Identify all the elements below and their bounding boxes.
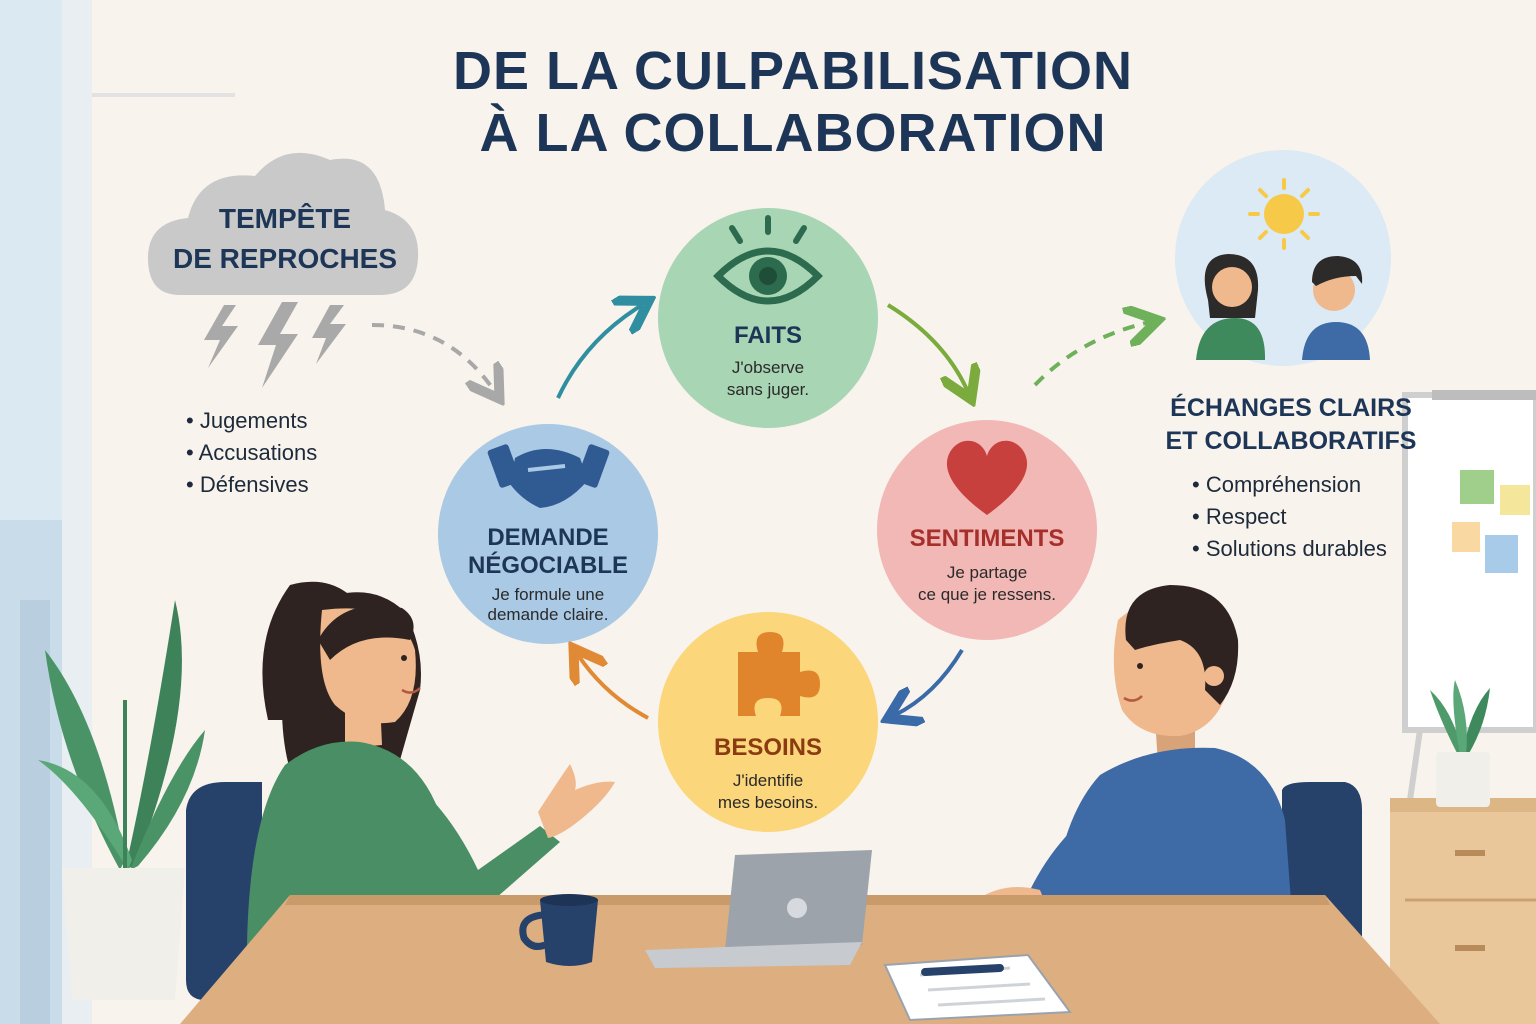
storm-list: Jugements Accusations Défensives — [186, 405, 318, 501]
cabinet — [1390, 798, 1536, 1024]
chair-left — [186, 782, 262, 1000]
demande-node — [438, 424, 658, 644]
sentiments-node — [877, 420, 1097, 640]
sentiments-title: SENTIMENTS — [909, 525, 1065, 552]
whiteboard — [1402, 390, 1536, 801]
faits-line2: sans juger. — [726, 380, 810, 399]
demande-line2: demande claire. — [487, 605, 609, 624]
besoins-line1: J'identifie — [732, 771, 804, 790]
faits-line1: J'observe — [731, 358, 805, 377]
demande-title-line1: DEMANDE — [487, 524, 609, 551]
demande-line1: Je formule une — [491, 585, 605, 604]
large-plant — [38, 600, 205, 1000]
handshake-icon — [487, 444, 610, 508]
sentiments-line1: Je partage — [946, 563, 1028, 582]
besoins-title: BESOINS — [713, 734, 823, 761]
small-plant — [1430, 680, 1490, 807]
faits-title: FAITS — [733, 322, 802, 349]
outcome-item: Compréhension — [1192, 469, 1387, 501]
sentiments-line2: ce que je ressens. — [918, 585, 1056, 604]
outcome-item: Solutions durables — [1192, 533, 1387, 565]
puzzle-icon — [738, 632, 820, 716]
page-title-line2: À LA COLLABORATION — [479, 103, 1107, 163]
mug-icon — [519, 894, 598, 966]
outcome-item: Respect — [1192, 501, 1387, 533]
storm-item: Défensives — [186, 469, 317, 501]
notepad-icon — [883, 953, 1072, 1022]
storm-title-line1: TEMPÊTE — [218, 203, 352, 234]
outcome-arrow — [1033, 322, 1150, 387]
heart-icon — [946, 440, 1028, 515]
storm-item: Jugements — [186, 405, 317, 437]
laptop-icon — [645, 850, 872, 968]
arrow-demande-to-faits — [556, 305, 642, 399]
lightning-icon — [204, 302, 346, 388]
storm-cloud-icon — [148, 152, 419, 295]
outcome-title-line1: ÉCHANGES CLAIRS — [1170, 394, 1412, 422]
storm-title-line2: DE REPROCHES — [172, 243, 398, 274]
eye-icon — [713, 215, 823, 305]
besoins-line2: mes besoins. — [717, 793, 819, 812]
arrow-faits-to-sentiments — [886, 303, 968, 392]
outcome-list: Compréhension Respect Solutions durables — [1192, 469, 1387, 565]
storm-item: Accusations — [186, 437, 318, 469]
arrow-besoins-to-demande — [578, 655, 649, 720]
storm-arrow — [371, 323, 495, 392]
page-title-line1: DE LA CULPABILISATION — [453, 41, 1133, 101]
besoins-node — [658, 612, 878, 832]
outcome-title-line2: ET COLLABORATIFS — [1165, 427, 1417, 455]
outcome-illustration — [1175, 150, 1391, 366]
demande-title-line2: NÉGOCIABLE — [467, 552, 628, 579]
arrow-sentiments-to-besoins — [895, 648, 964, 715]
faits-node — [658, 208, 878, 428]
